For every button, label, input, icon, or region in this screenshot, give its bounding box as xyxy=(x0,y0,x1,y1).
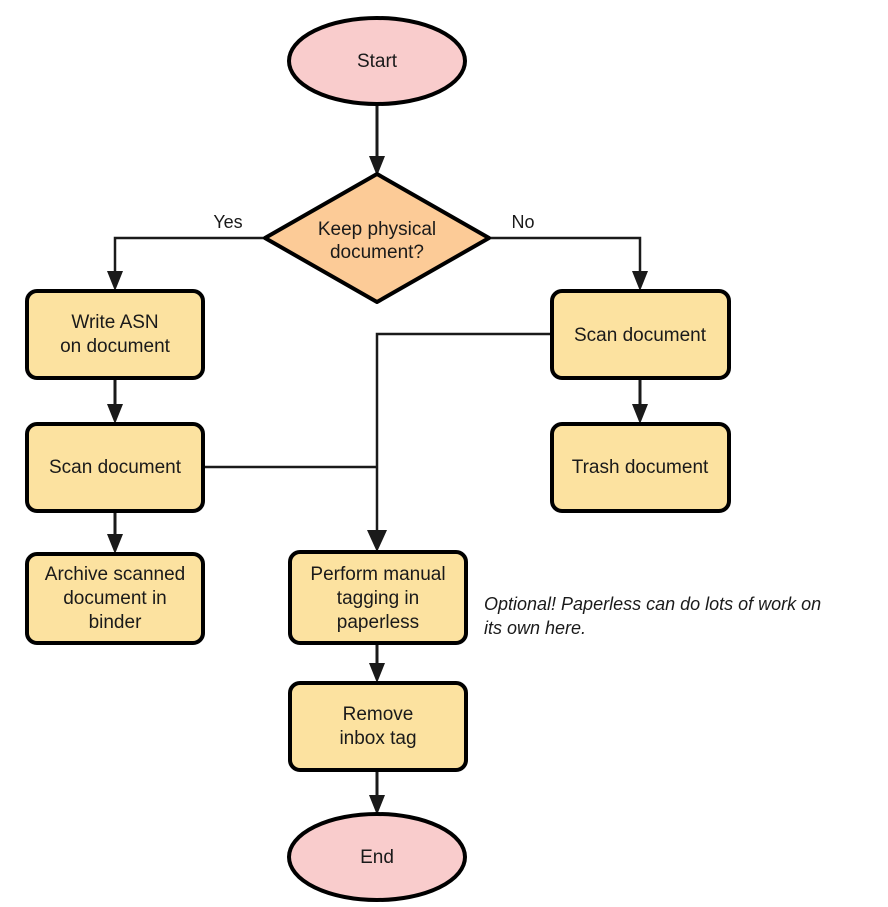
edge-scan-right-to-tagging xyxy=(367,332,552,552)
edge-remove-inbox-to-end xyxy=(369,770,385,815)
node-perform-manual-tagging-in-paperless[interactable]: Perform manual tagging in paperless xyxy=(288,550,468,645)
annotation-line1: Optional! Paperless can do lots of work … xyxy=(484,594,821,614)
tagging-rect-shape xyxy=(288,550,468,645)
edge-decision-to-scan-right xyxy=(490,236,648,291)
archive-label-line2: document in xyxy=(63,588,167,609)
edge-decision-to-write-asn xyxy=(107,236,264,291)
node-write-asn-on-document[interactable]: Write ASN on document xyxy=(25,289,205,380)
annotation-line2: its own here. xyxy=(484,618,586,638)
start-ellipse-shape xyxy=(287,16,467,106)
remove-inbox-rect-shape xyxy=(288,681,468,772)
scan-right-label-line1: Scan document xyxy=(574,325,707,346)
archive-label-line1: Archive scanned xyxy=(45,564,185,585)
tagging-label-line2: tagging in xyxy=(337,588,419,609)
node-scan-document-right[interactable]: Scan document xyxy=(550,289,731,380)
edge-label-yes: Yes xyxy=(213,212,242,232)
edge-write-asn-to-scan-left xyxy=(107,378,123,424)
archive-rect-shape xyxy=(25,552,205,645)
trash-label-line1: Trash document xyxy=(572,457,709,478)
decision-label-line1: Keep physical xyxy=(318,219,436,240)
remove-inbox-label-line1: Remove xyxy=(343,704,414,725)
end-ellipse-shape xyxy=(287,812,467,902)
node-remove-inbox-tag[interactable]: Remove inbox tag xyxy=(288,681,468,772)
node-scan-document-left[interactable]: Scan document xyxy=(25,422,205,513)
edge-tagging-to-remove-inbox xyxy=(369,643,385,683)
tagging-label-line3: paperless xyxy=(337,612,419,633)
scan-left-rect-shape xyxy=(25,422,205,513)
node-keep-physical-document[interactable]: Keep physical document? xyxy=(263,172,491,304)
edge-start-to-decision xyxy=(369,104,385,176)
archive-label-line3: binder xyxy=(89,612,142,633)
node-start[interactable]: Start xyxy=(287,16,467,106)
write-asn-rect-shape xyxy=(25,289,205,380)
edge-label-no: No xyxy=(511,212,534,232)
decision-diamond-shape xyxy=(263,172,491,304)
write-asn-label-line1: Write ASN xyxy=(71,312,158,333)
node-end[interactable]: End xyxy=(287,812,467,902)
scan-left-label-line1: Scan document xyxy=(49,457,182,478)
edge-scan-left-to-archive xyxy=(107,511,123,554)
scan-right-rect-shape xyxy=(550,289,731,380)
remove-inbox-label-line2: inbox tag xyxy=(339,728,416,749)
node-archive-scanned-document-in-binder[interactable]: Archive scanned document in binder xyxy=(25,552,205,645)
tagging-label-line1: Perform manual xyxy=(310,564,445,585)
annotation-optional-paperless: Optional! Paperless can do lots of work … xyxy=(484,594,821,638)
write-asn-label-line2: on document xyxy=(60,336,171,357)
end-label: End xyxy=(360,847,394,868)
trash-rect-shape xyxy=(550,422,731,513)
edge-scan-right-to-trash xyxy=(632,378,648,424)
node-trash-document[interactable]: Trash document xyxy=(550,422,731,513)
decision-label-line2: document? xyxy=(330,242,424,263)
start-label: Start xyxy=(357,51,398,72)
connector-layer xyxy=(107,104,648,815)
